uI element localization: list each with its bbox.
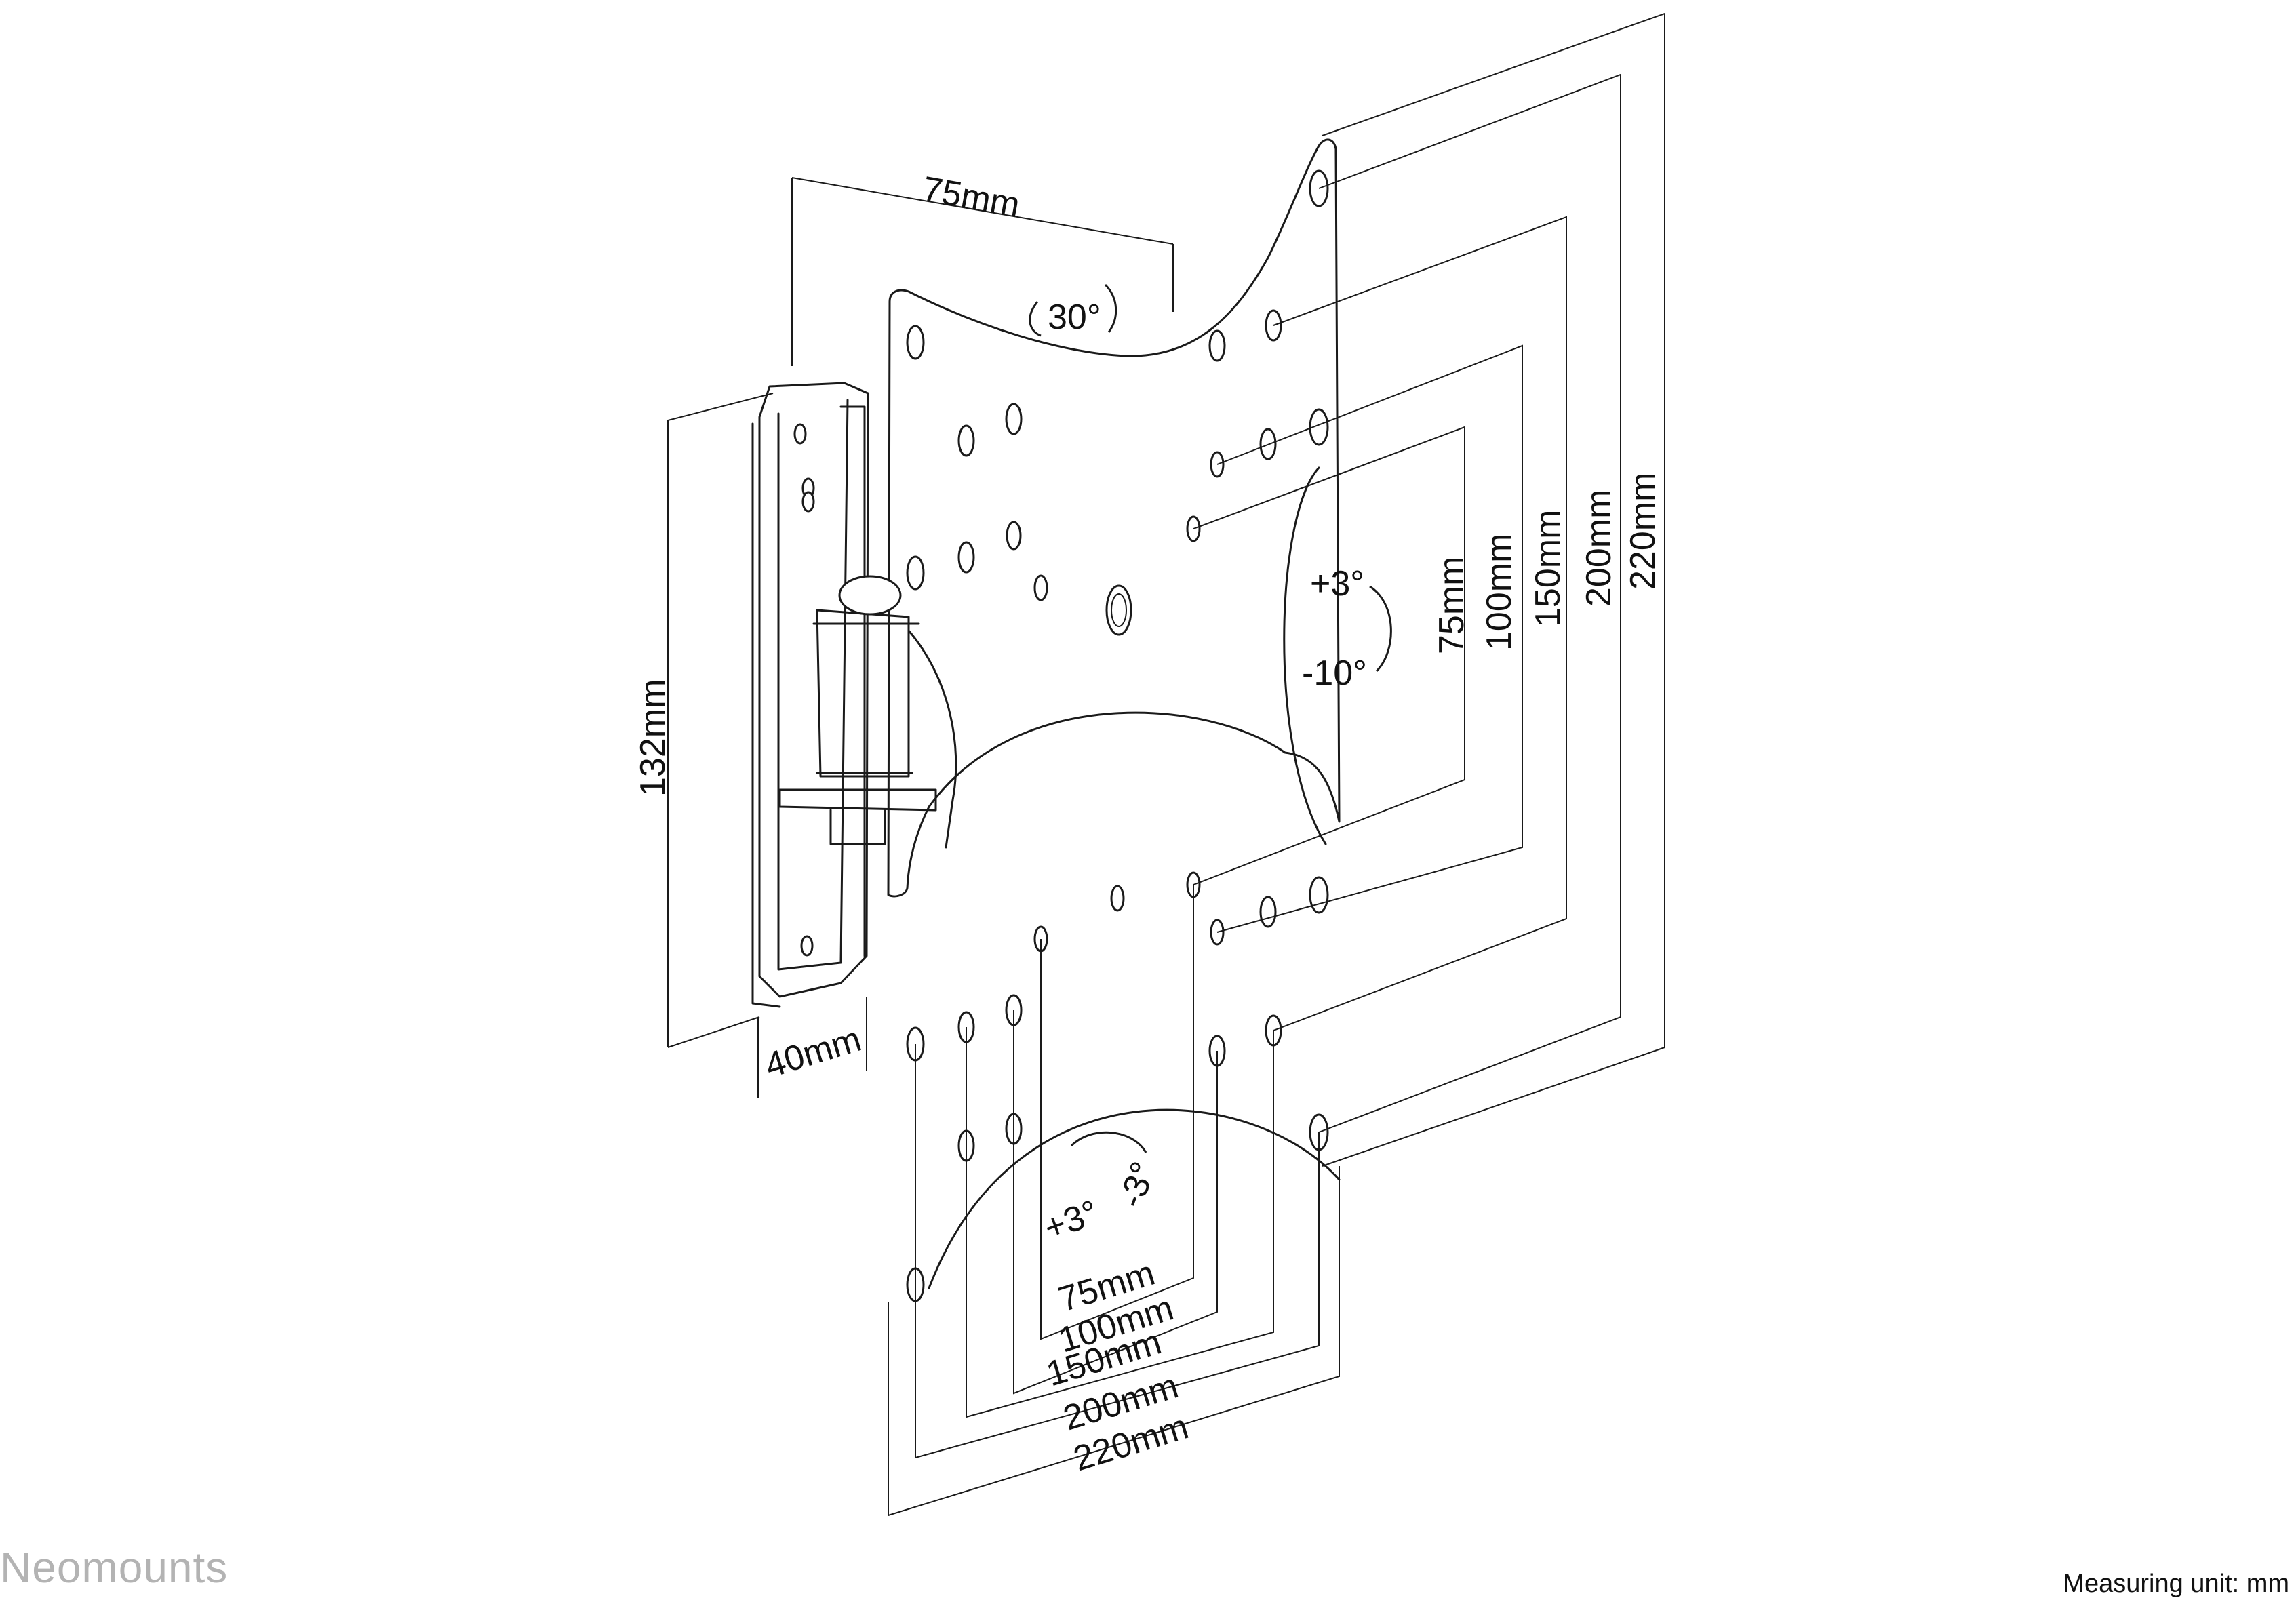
dim-bracket-width: 75mm bbox=[919, 169, 1023, 225]
dim-vesa-v-100: 100mm bbox=[1480, 534, 1519, 651]
dim-vesa-v-75: 75mm bbox=[1432, 557, 1471, 654]
tilt-plate-curve bbox=[1283, 466, 1327, 845]
dim-bracket-height: 132mm bbox=[633, 679, 673, 797]
dim-swivel: 30° bbox=[1048, 298, 1101, 337]
dimension-lines bbox=[667, 12, 1665, 1517]
brand-logo: Neomounts bbox=[0, 1543, 229, 1592]
measuring-unit-note: Measuring unit: mm bbox=[2063, 1569, 2289, 1598]
dim-tilt-up: +3° bbox=[1310, 564, 1364, 603]
tilt-plate-curve-lower bbox=[928, 1108, 1341, 1289]
dim-rotate-plus: +3° bbox=[1039, 1193, 1103, 1248]
dim-vesa-v-200: 200mm bbox=[1579, 489, 1619, 607]
wall-bracket bbox=[751, 382, 957, 1008]
dim-bracket-depth: 40mm bbox=[761, 1020, 866, 1086]
dim-tilt-down: -10° bbox=[1302, 654, 1367, 693]
dim-vesa-v-220: 220mm bbox=[1623, 473, 1663, 590]
vesa-plate-outline bbox=[887, 138, 1341, 898]
dim-rotate-minus: -3° bbox=[1111, 1157, 1164, 1213]
rotation-arrows bbox=[1029, 283, 1392, 1153]
dim-vesa-v-150: 150mm bbox=[1528, 510, 1568, 627]
plate-holes bbox=[906, 169, 1329, 1302]
